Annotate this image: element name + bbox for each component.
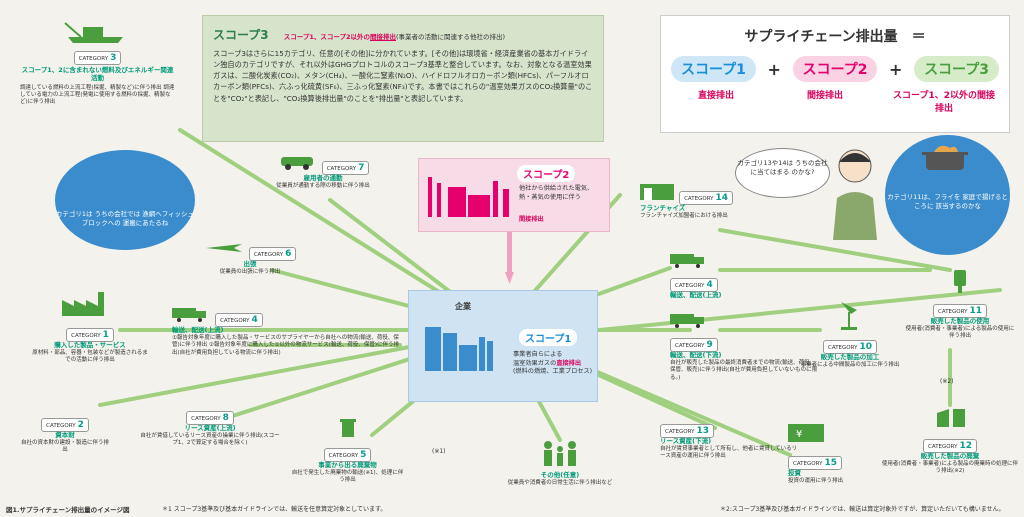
footer-note-2: ＊2:スコープ3基準及び基本ガイドラインでは、輸送は算定対象外ですが、算定いただ… xyxy=(720,506,1005,513)
airplane-icon xyxy=(205,244,242,252)
scope2-box: スコープ2 他社から供給された電気、熱・蒸気の使用に伴う 間接排出 xyxy=(418,158,610,232)
lamp-icon xyxy=(841,302,857,330)
factory-icon xyxy=(428,177,509,217)
factory-icon xyxy=(62,292,104,316)
note-1-mark: (※1) xyxy=(432,448,446,455)
truck-icon xyxy=(670,254,704,268)
truck-icon xyxy=(670,314,704,328)
bag-icon xyxy=(937,409,965,427)
money-icon: ¥ xyxy=(788,424,824,442)
fish-comment-bubble: カテゴリ1は うちの会社では 漁網へフィッシュブロックへの 運搬にあたるね xyxy=(55,150,195,250)
formula-scope2-sub: 間接排出 xyxy=(806,91,843,101)
formula-scope3-sub: スコープ1、2以外の間接排出 xyxy=(893,91,995,114)
plus-sign: + xyxy=(767,59,781,79)
man-comment-bubble: カテゴリ13や14は うちの会社に当てはまる のかな? xyxy=(735,148,830,198)
company-desc: 事業者自らによる 温室効果ガスの直接排出 (燃料の燃焼、工業プロセス) xyxy=(513,351,593,376)
trash-icon xyxy=(339,419,356,437)
family-icon xyxy=(544,441,576,466)
person-icon xyxy=(833,149,877,240)
scope2-title: スコープ2 xyxy=(517,165,576,182)
scope3-info-box: スコープ3 スコープ1、スコープ2以外の間接排出(事業者の活動に関連する他社の排… xyxy=(202,15,604,142)
store-icon xyxy=(640,184,674,200)
formula-heading: サプライチェーン排出量 ＝ xyxy=(744,29,926,45)
company-label: 企業 xyxy=(455,302,471,311)
scope2-desc: 他社から供給された電気、熱・蒸気の使用に伴う xyxy=(519,185,594,201)
lamp-icon xyxy=(954,270,966,293)
plus-sign: + xyxy=(889,59,903,79)
footer-note-1: ＊1 スコープ3基準及び基本ガイドラインでは、輸送を任意算定対象としています。 xyxy=(162,506,387,513)
formula-scope1: スコープ1 xyxy=(671,56,756,82)
formula-scope3: スコープ3 xyxy=(914,56,999,82)
company-box: 企業 スコープ1 事業者自らによる 温室効果ガスの直接排出 (燃料の燃焼、工業プ… xyxy=(408,290,598,402)
svg-text:¥: ¥ xyxy=(796,429,802,440)
formula-scope1-sub: 直接排出 xyxy=(697,91,734,101)
building-icon xyxy=(425,327,493,371)
car-icon xyxy=(280,157,313,170)
figure-caption: 図1.サプライチェーン排出量のイメージ図 xyxy=(6,506,130,514)
company-scope1: スコープ1 xyxy=(519,329,578,346)
scope3-title: スコープ3 xyxy=(213,28,269,42)
truck-icon xyxy=(172,308,206,322)
scope2-tag: 間接排出 xyxy=(519,216,544,223)
ship-icon xyxy=(63,22,123,43)
other-optional: その他(任意) 従業員や消費者の日常生活に伴う排出など xyxy=(500,440,620,487)
supply-chain-formula: サプライチェーン排出量 ＝ スコープ1 + スコープ2 + スコープ3 直接排出… xyxy=(660,15,1010,133)
formula-scope2: スコープ2 xyxy=(792,56,878,82)
scope3-body: スコープ3はさらに15カテゴリ、任意の[その他]に分かれています。[その他]は環… xyxy=(213,49,593,103)
note-2-mark: (※2) xyxy=(940,378,954,385)
scope3-subtitle: スコープ1、スコープ2以外の間接排出(事業者の活動に関連する他社の排出) xyxy=(283,33,506,41)
cooking-pot-icon xyxy=(922,145,968,170)
